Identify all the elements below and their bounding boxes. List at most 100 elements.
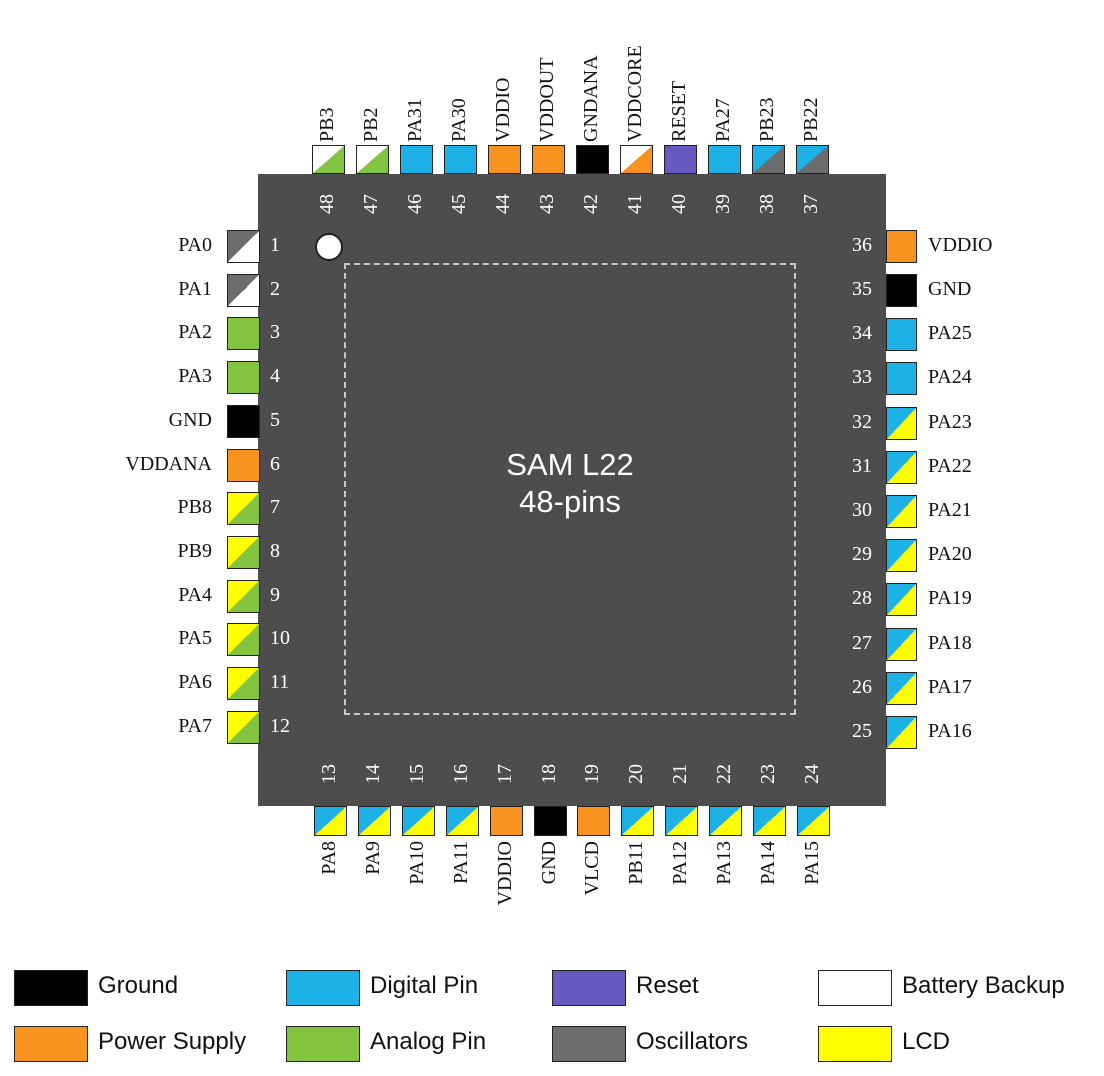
pin-number: 42 [580, 194, 602, 214]
pin-number: 23 [757, 764, 779, 784]
pin-label: PB8 [177, 496, 212, 519]
pin-number: 30 [852, 499, 872, 521]
pin-pad [533, 806, 567, 836]
pin-pad [621, 806, 655, 836]
pin-number: 21 [669, 764, 692, 784]
pin-pad [886, 671, 917, 705]
chip-name: SAM L22 [506, 447, 634, 482]
pin-pad [227, 535, 260, 569]
pin-pad [227, 230, 260, 263]
pin-pad [708, 145, 741, 174]
pin-number: 24 [800, 764, 823, 784]
pin-number: 31 [852, 454, 872, 477]
pin-number: 40 [668, 194, 690, 214]
pin-label: RESET [668, 80, 690, 142]
pin-number: 45 [448, 194, 470, 214]
pin-pad [356, 145, 389, 174]
pin-label: VDDANA [125, 452, 212, 475]
pin-label: PA15 [800, 841, 823, 885]
pin-pad [620, 145, 653, 174]
pin-label: VDDIO [928, 233, 993, 256]
pin-pad [489, 806, 523, 836]
pin-label: PA5 [178, 627, 212, 650]
pin-number: 3 [270, 321, 280, 344]
pin-pad [886, 627, 917, 661]
pin-pad [227, 710, 260, 744]
pin-label: PA19 [928, 587, 972, 610]
pin-number: 46 [404, 194, 426, 214]
pin-pad [796, 145, 829, 174]
pin-number: 2 [270, 277, 280, 300]
pin-number: 1 [270, 234, 280, 256]
pin-pad [227, 579, 260, 613]
pin-pad [709, 806, 743, 836]
legend-label-lcd: LCD [902, 1028, 951, 1055]
pin-pad [312, 145, 345, 174]
pin-number: 10 [270, 627, 290, 650]
pin-number: 48 [316, 194, 338, 214]
pin-label: PA20 [928, 543, 972, 566]
pin-number: 22 [713, 764, 736, 784]
pin-pad [886, 583, 917, 617]
pin-number: 13 [318, 764, 340, 784]
pin-number: 37 [800, 194, 822, 214]
pin-pad [357, 806, 391, 836]
pin-label: VDDCORE [624, 45, 646, 142]
pin-label: PA18 [928, 631, 972, 654]
pin-number: 25 [852, 720, 872, 742]
pin-label: PA4 [178, 583, 212, 606]
pin-label: PA17 [928, 675, 972, 698]
pin-number: 11 [270, 671, 290, 693]
pin-pad [227, 448, 260, 482]
pin-pad [886, 229, 917, 263]
pin-label: GND [168, 408, 212, 431]
pin-number: 39 [712, 194, 734, 214]
pin-label: PA27 [712, 98, 734, 142]
pin-label: VLCD [581, 841, 604, 896]
pin-label: PB3 [316, 107, 338, 142]
pin-number: 4 [270, 365, 280, 388]
pin-number: 14 [361, 764, 384, 784]
pin-pad [227, 667, 260, 700]
pin-pad [886, 406, 917, 440]
pin-label: VDDIO [493, 841, 516, 906]
pin-label: GND [928, 278, 972, 300]
pin-number: 17 [493, 764, 516, 784]
pin-number: 34 [852, 322, 872, 345]
pin-number: 32 [852, 410, 872, 433]
pin-label: PB11 [625, 841, 648, 885]
pin1-marker-icon [315, 233, 343, 261]
pin-pad [886, 716, 917, 749]
pin-number: 7 [270, 496, 280, 519]
pin-pad [444, 145, 477, 174]
pin-label: PA1 [178, 277, 212, 300]
legend-swatch-analog [286, 1026, 360, 1062]
pin-number: 36 [852, 233, 872, 256]
pin-label: PA23 [928, 410, 972, 433]
pin-label: PA30 [448, 98, 470, 142]
pin-number: 6 [270, 452, 280, 475]
pin-pad [227, 404, 260, 438]
pin-number: 9 [270, 583, 280, 606]
pin-label: PA13 [713, 841, 736, 885]
pin-pad [314, 806, 347, 836]
pin-number: 12 [270, 714, 290, 737]
pin-label: PA2 [178, 321, 212, 344]
legend-label-oscillator: Oscillators [636, 1028, 749, 1055]
pin-label: PA12 [669, 841, 692, 885]
chip-package [258, 174, 886, 806]
pin-label: PA9 [361, 841, 384, 875]
legend-label-battery: Battery Backup [902, 972, 1065, 999]
pin-number: 29 [852, 543, 872, 566]
legend-label-power: Power Supply [98, 1028, 247, 1055]
pin-number: 26 [852, 675, 872, 698]
chip-pin-count: 48-pins [519, 484, 621, 519]
pin-pad [227, 361, 260, 395]
pin-label: PB23 [756, 97, 778, 142]
pin-pad [886, 362, 917, 396]
pin-number: 28 [852, 587, 872, 610]
pin-label: PB2 [360, 107, 382, 142]
pin-label: PA10 [405, 841, 428, 885]
pin-pad [796, 806, 830, 836]
